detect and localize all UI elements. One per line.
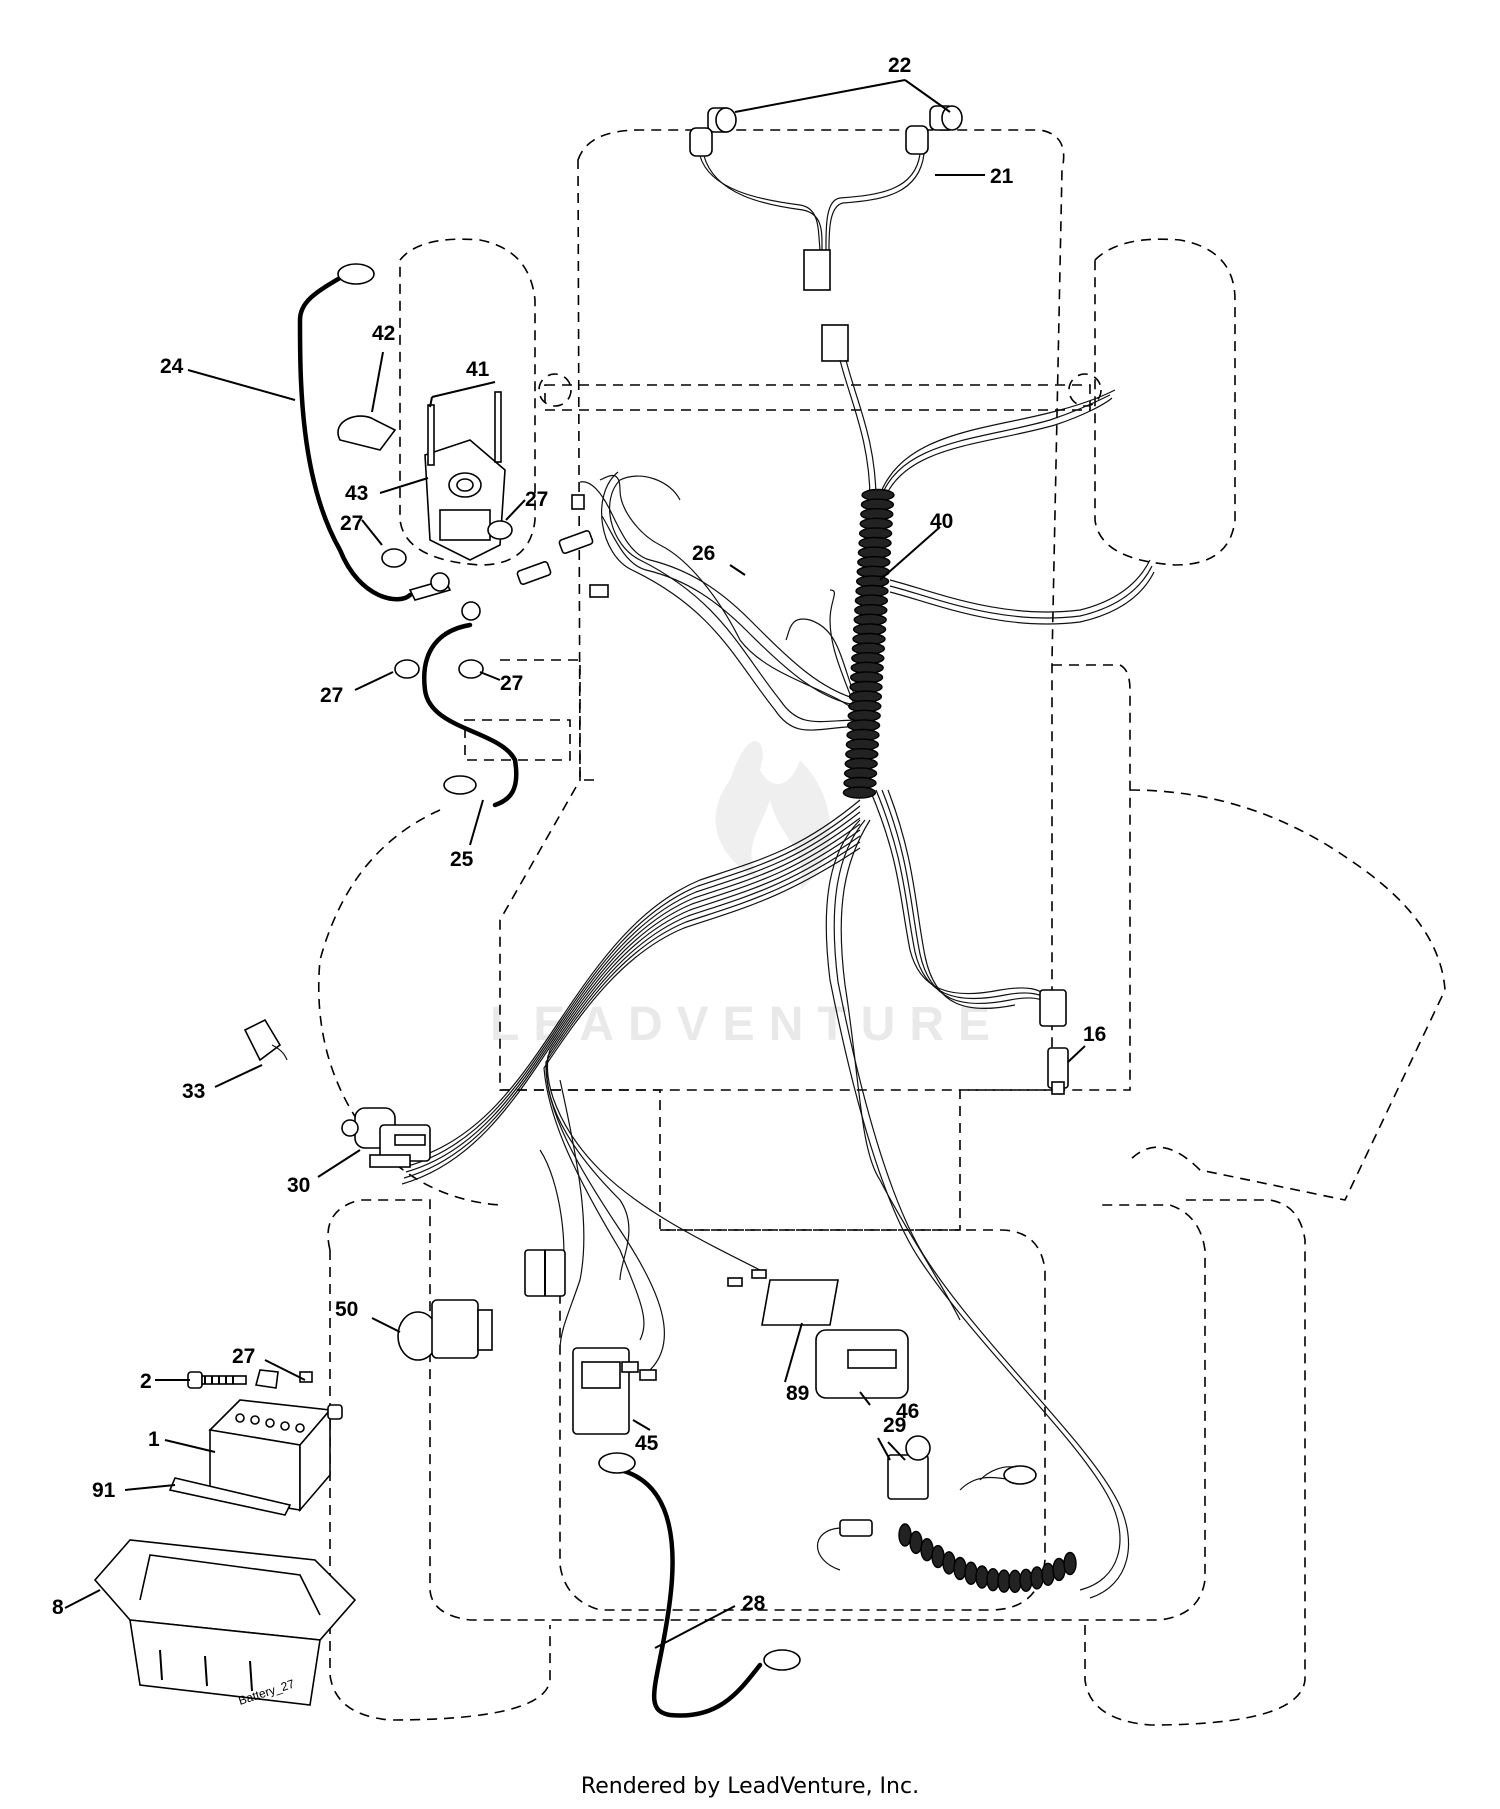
lead-coil bbox=[942, 1551, 956, 1575]
callout-8: 8 bbox=[52, 1596, 64, 1619]
battery bbox=[208, 1399, 343, 1513]
callout-89: 89 bbox=[786, 1382, 809, 1405]
callout-27-solenoid-right: 27 bbox=[525, 488, 548, 511]
callout-28: 28 bbox=[742, 1592, 766, 1615]
headlight-left bbox=[689, 107, 737, 157]
callout-27-battery: 27 bbox=[232, 1345, 255, 1368]
dash-components bbox=[397, 1249, 767, 1435]
footer-credit: Rendered by LeadVenture, Inc. bbox=[580, 1774, 920, 1799]
watermark: LEADVENTURE bbox=[490, 741, 990, 1051]
switch-29 bbox=[887, 1435, 931, 1500]
solenoid-body bbox=[424, 439, 506, 561]
lead-coil bbox=[931, 1544, 945, 1569]
terminal-nut bbox=[254, 1369, 279, 1389]
battery-assembly bbox=[93, 1369, 357, 1706]
battery-tray bbox=[93, 1539, 357, 1706]
lead-coil bbox=[1041, 1562, 1055, 1587]
callout-45: 45 bbox=[635, 1432, 659, 1455]
battery-bolt bbox=[187, 1371, 247, 1389]
harness-sleeve bbox=[842, 488, 895, 799]
callout-2: 2 bbox=[140, 1370, 152, 1393]
callout-27-lower-left: 27 bbox=[320, 684, 343, 707]
lead-coil bbox=[909, 1530, 923, 1555]
main-harness-wires bbox=[401, 359, 1155, 1599]
battery-cables bbox=[297, 263, 801, 1718]
connector-16 bbox=[1039, 989, 1069, 1095]
lead-coil bbox=[975, 1565, 989, 1589]
callout-21: 21 bbox=[990, 165, 1014, 188]
callout-42: 42 bbox=[372, 322, 395, 345]
nut-b bbox=[487, 520, 513, 540]
tractor-outline bbox=[317, 129, 1446, 1726]
callout-50: 50 bbox=[335, 1298, 358, 1321]
lead-coil bbox=[1019, 1568, 1033, 1592]
leader-lines bbox=[64, 79, 1086, 1649]
lead-coil bbox=[898, 1523, 912, 1547]
sleeve-coil bbox=[842, 786, 877, 799]
key bbox=[243, 1018, 282, 1062]
bezel-89 bbox=[761, 1279, 839, 1326]
callout-16: 16 bbox=[1083, 1023, 1106, 1046]
boot bbox=[337, 415, 397, 451]
callout-26: 26 bbox=[692, 542, 715, 565]
hour-meter bbox=[572, 1347, 630, 1435]
inline-connector bbox=[839, 1519, 873, 1537]
callout-91: 91 bbox=[92, 1479, 116, 1502]
fuse-holder bbox=[516, 560, 552, 586]
cable-25-lug bbox=[443, 775, 477, 795]
lead-coil bbox=[1063, 1551, 1077, 1576]
lead-coil bbox=[920, 1537, 934, 1562]
lead-coil bbox=[953, 1556, 967, 1581]
callout-1: 1 bbox=[148, 1428, 160, 1451]
cable-28-lug-bottom bbox=[763, 1649, 801, 1671]
callout-40: 40 bbox=[930, 510, 953, 533]
lead-coil bbox=[964, 1561, 978, 1585]
nut-a bbox=[381, 548, 407, 568]
callout-33: 33 bbox=[182, 1080, 205, 1103]
harness-connector bbox=[821, 324, 849, 362]
callout-46: 46 bbox=[896, 1400, 919, 1423]
light-switch bbox=[397, 1299, 493, 1361]
callouts: 22 21 24 42 41 43 27 27 27 27 25 26 40 3… bbox=[52, 54, 1106, 1708]
ignition-switch bbox=[243, 1018, 431, 1168]
callout-25: 25 bbox=[450, 848, 474, 871]
bolt-left bbox=[427, 404, 435, 466]
callout-22: 22 bbox=[888, 54, 911, 77]
lead-coil bbox=[986, 1567, 1000, 1592]
charge-indicator-assembly bbox=[761, 1279, 1037, 1571]
callout-29: 29 bbox=[883, 1414, 906, 1437]
callout-43: 43 bbox=[345, 482, 368, 505]
coiled-lead bbox=[898, 1523, 1077, 1594]
callout-41: 41 bbox=[466, 358, 490, 381]
cable-28-lug-top bbox=[598, 1452, 636, 1474]
lead-coil bbox=[997, 1569, 1011, 1593]
callout-24: 24 bbox=[160, 355, 184, 378]
headlight-right bbox=[905, 105, 963, 155]
lead-coil bbox=[1052, 1557, 1066, 1582]
nut-d bbox=[458, 659, 484, 679]
callout-30: 30 bbox=[287, 1174, 310, 1197]
cable-24-lug-top bbox=[337, 263, 375, 285]
headlight-assembly bbox=[689, 105, 963, 362]
solenoid-assembly bbox=[337, 391, 609, 679]
bolt-right bbox=[494, 391, 502, 463]
lead-coil bbox=[1008, 1569, 1022, 1594]
callout-27-lower-right: 27 bbox=[500, 672, 523, 695]
callout-27-solenoid-left: 27 bbox=[340, 512, 363, 535]
nut-c bbox=[394, 659, 420, 679]
lead-coil bbox=[1030, 1566, 1044, 1590]
headlight-connector bbox=[803, 249, 831, 291]
